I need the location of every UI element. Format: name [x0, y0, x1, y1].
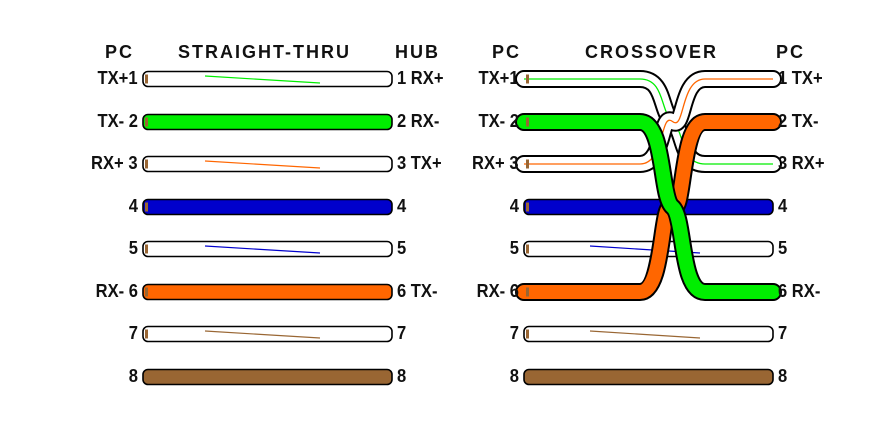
straight-wire-white-orange-contact	[145, 159, 148, 169]
straight-left-pin-label: TX+1	[97, 68, 138, 88]
straight-wire-blue-contact	[145, 202, 148, 212]
crossover-wires	[515, 70, 782, 386]
crossover-wire-brown-contact	[526, 372, 529, 382]
crossover-header-right: PC	[776, 42, 806, 62]
straight-header-right: HUB	[395, 42, 440, 62]
crossover-wire-green	[517, 115, 780, 299]
straight-right-pin-label: 4	[397, 196, 407, 216]
crossover-title: CROSSOVER	[585, 42, 719, 62]
straight-wire-white-orange	[142, 155, 393, 173]
straight-wire-blue	[142, 198, 393, 216]
straight-wire-orange-contact	[145, 287, 148, 297]
straight-wire-white-green-stripe	[204, 75, 321, 84]
crossover-left-pin-label: 5	[509, 238, 519, 258]
straight-wire-white-green	[142, 70, 393, 88]
crossover-left-pin-label: RX+ 3	[472, 153, 519, 173]
straight-wire-white-brown	[142, 325, 393, 343]
straight-left-pin-label: 7	[128, 323, 138, 343]
straight-wire-green	[142, 113, 393, 131]
straight-right-pin-label: 2 RX-	[397, 111, 440, 131]
straight-wire-brown-contact	[145, 372, 148, 382]
straight-left-pin-label: RX- 6	[95, 281, 138, 301]
straight-wire-white-blue-stripe	[204, 245, 321, 254]
straight-right-pin-label: 7	[397, 323, 407, 343]
crossover-wire-white-blue	[523, 240, 774, 258]
crossover-left-pin-label: TX+1	[478, 68, 519, 88]
straight-wire-white-orange-stripe	[204, 160, 321, 169]
crossover-wire-blue-contact	[526, 202, 529, 212]
straight-wire-orange	[142, 283, 393, 301]
crossover-right-pin-label: 8	[778, 366, 788, 386]
straight-left-pin-label: 5	[128, 238, 138, 258]
crossover-right-pin-label: 4	[778, 196, 788, 216]
crossover-wire-white-brown-stripe	[589, 330, 701, 339]
straight-wire-white-brown-stripe	[204, 330, 321, 339]
straight-wire-white-brown-contact	[145, 329, 148, 339]
crossover-wire-white-brown-contact	[526, 329, 529, 339]
crossover-wire-orange-contact	[526, 287, 529, 297]
straight-wire-white-green-contact	[145, 74, 148, 84]
straight-wire-brown	[142, 368, 393, 386]
crossover-right-pin-label: 5	[778, 238, 788, 258]
straight-right-pin-label: 1 RX+	[397, 68, 444, 88]
crossover-left-pin-label: 8	[509, 366, 519, 386]
crossover-right-pin-label: 3 RX+	[778, 153, 825, 173]
crossover-wire-white-brown	[523, 325, 774, 343]
crossover-header-left: PC	[492, 42, 522, 62]
straight-wire-white-blue	[142, 240, 393, 258]
straight-right-pin-label: 3 TX+	[397, 153, 442, 173]
straight-left-pin-label: 4	[128, 196, 138, 216]
crossover-right-pin-label: 1 TX+	[778, 68, 823, 88]
straight-right-pin-label: 8	[397, 366, 407, 386]
crossover-wire-white-orange-contact	[526, 159, 529, 169]
crossover-wire-white-green-contact	[526, 74, 529, 84]
crossover-right-pin-label: 6 RX-	[778, 281, 821, 301]
straight-left-pin-label: 8	[128, 366, 138, 386]
crossover-wire-blue	[523, 198, 774, 216]
crossover-left-pin-label: RX- 6	[476, 281, 519, 301]
crossover-left-pin-label: 4	[509, 196, 519, 216]
straight-wire-white-blue-contact	[145, 244, 148, 254]
crossover-left-pin-label: 7	[509, 323, 519, 343]
straight-right-pin-label: 6 TX-	[397, 281, 438, 301]
straight-right-pin-label: 5	[397, 238, 407, 258]
straight-wire-green-contact	[145, 117, 148, 127]
crossover-right-pin-label: 2 TX-	[778, 111, 819, 131]
straight-left-pin-label: TX- 2	[97, 111, 138, 131]
straight-header-left: PC	[105, 42, 135, 62]
crossover-wire-brown	[523, 368, 774, 386]
crossover-right-pin-label: 7	[778, 323, 788, 343]
straight-left-pin-label: RX+ 3	[91, 153, 138, 173]
crossover-wire-white-blue-contact	[526, 244, 529, 254]
crossover-left-pin-label: TX- 2	[478, 111, 519, 131]
straight-thru-wires	[142, 70, 393, 386]
straight-title: STRAIGHT-THRU	[178, 42, 351, 62]
crossover-wire-green-contact	[526, 117, 529, 127]
